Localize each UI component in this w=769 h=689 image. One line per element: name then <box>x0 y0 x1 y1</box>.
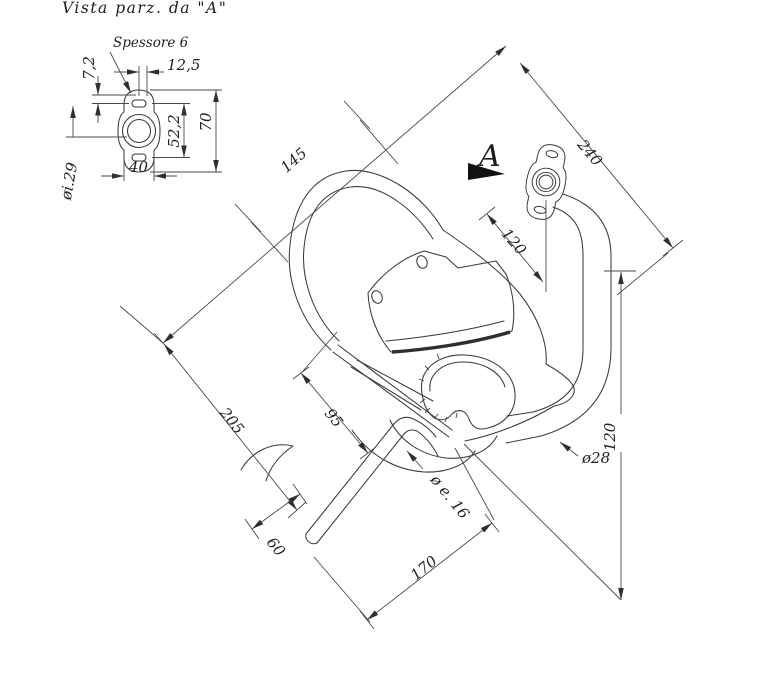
drawing-title: Vista parz. da "A" <box>62 0 227 17</box>
ext-170 <box>313 447 500 630</box>
flange3d-slot-top <box>545 150 559 159</box>
heat-shield-rolled-edge <box>391 330 511 354</box>
dim-60: 60 <box>263 534 289 561</box>
dim-95: 95 <box>321 405 347 431</box>
muffler-assembly <box>240 144 612 545</box>
shield-screw-hole-lower <box>371 290 383 304</box>
inlet-pipe-outer-edge <box>505 193 612 444</box>
main-dimensions: 145 240 120 95 205 60 170 120 ø28 ø <box>119 45 684 630</box>
ext-ticks-roofline <box>153 100 684 354</box>
flange-boss-circle <box>121 113 157 149</box>
leader-tube-dia <box>406 450 424 470</box>
body-dome-seam <box>303 186 434 342</box>
dim-line-145 <box>162 45 507 344</box>
dim-line-170 <box>366 522 493 621</box>
dim-40: 40 <box>128 158 149 176</box>
detail-view-flange: Spessore 6 7,2 12,5 52,2 70 40 <box>57 35 222 202</box>
bracket-curve-1 <box>389 419 498 459</box>
thickness-leader-line <box>109 51 132 94</box>
flange3d-slot-bottom <box>533 205 547 214</box>
ext-tick-120-upper <box>478 206 496 221</box>
leader-pipe-dia <box>559 441 579 457</box>
mount-tube-end-cap <box>305 533 318 545</box>
dim-line-60 <box>251 493 301 530</box>
dim-170: 170 <box>407 552 441 584</box>
view-direction-indicator: A <box>468 139 505 180</box>
dim-tube-dia: ø e. 16 <box>426 470 473 522</box>
dim-line-240 <box>519 62 674 249</box>
dim-inner-dia: øi.29 <box>57 161 82 203</box>
end-cap-inner-line <box>429 361 506 392</box>
ext-lines-7-2 <box>92 94 136 104</box>
dim-240: 240 <box>573 135 606 170</box>
body-bottom-edge-1 <box>332 351 450 438</box>
dim-120-upper: 120 <box>498 225 530 259</box>
dim-145: 145 <box>277 144 310 176</box>
dim-7-2: 7,2 <box>80 56 98 80</box>
end-cap-weld-stitches <box>418 353 458 423</box>
shield-screw-hole-upper <box>416 255 428 269</box>
flange3d-pipe-outer <box>535 171 557 193</box>
dim-line-95 <box>300 372 369 454</box>
flange-slot-top <box>131 99 147 108</box>
flange3d-pipe-bore <box>538 174 554 190</box>
flange-slot-bottom <box>131 153 147 162</box>
dim-line-120-upper <box>486 213 544 283</box>
mount-tube-lower-edge <box>316 429 439 544</box>
ext-95 <box>292 331 377 460</box>
dim-pipe-dia: ø28 <box>581 449 610 467</box>
end-cap-outline <box>421 354 516 430</box>
flange3d-boss <box>531 167 561 197</box>
ext-lines-roofline <box>119 119 669 344</box>
dim-70: 70 <box>197 112 215 132</box>
body-dome-outline <box>288 169 444 351</box>
dim-205: 205 <box>215 403 248 437</box>
ext-tick-205 <box>287 501 307 519</box>
body-panel-line-1 <box>356 359 434 402</box>
mount-tube-upper-edge <box>305 416 437 535</box>
ext-ticks-60 <box>244 483 308 540</box>
body-bottom-edge-2 <box>337 344 453 431</box>
ext-120-vert <box>463 270 636 601</box>
dim-120-vertical: 120 <box>601 422 619 451</box>
dim-12-5: 12,5 <box>167 56 200 74</box>
tail-cone <box>464 363 575 442</box>
thickness-note: Spessore 6 <box>113 35 189 51</box>
dim-52-2: 52,2 <box>165 114 183 147</box>
flange-bore-hole <box>126 118 152 144</box>
dim-line-205 <box>163 343 298 511</box>
